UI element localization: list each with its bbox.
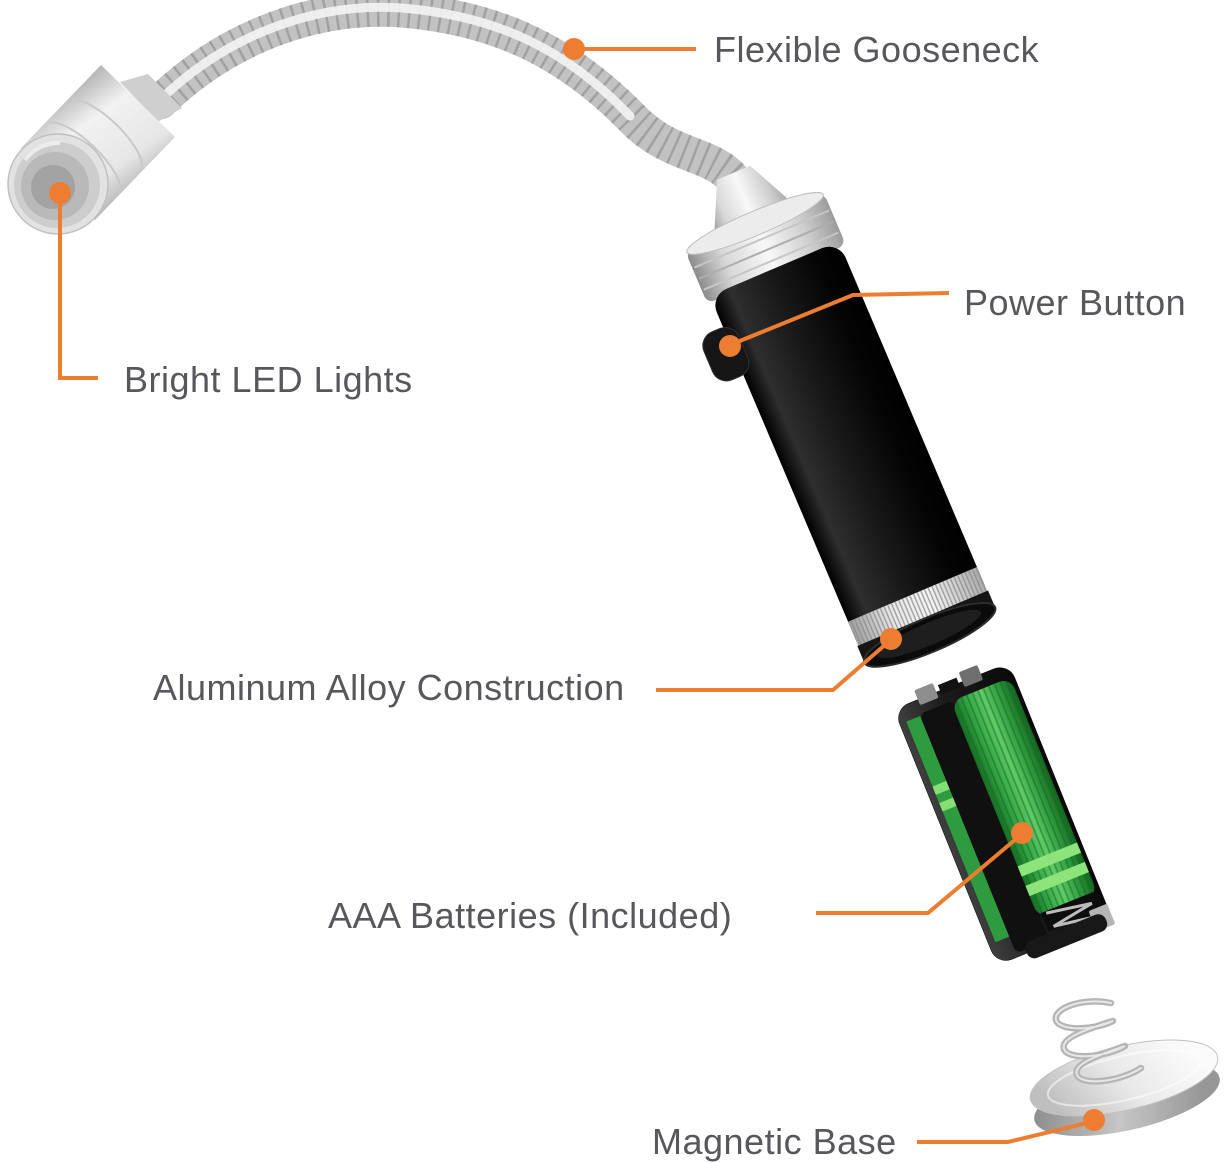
label-flexible-gooseneck: Flexible Gooseneck xyxy=(714,29,1040,70)
label-aluminum-alloy-construction: Aluminum Alloy Construction xyxy=(153,667,625,708)
flashlight xyxy=(686,165,997,668)
lamp-head xyxy=(7,65,182,235)
gooseneck xyxy=(142,0,752,198)
holder-divider xyxy=(921,702,1048,952)
callout-line-batteries xyxy=(816,837,1018,915)
label-bright-led-lights: Bright LED Lights xyxy=(124,359,413,400)
callout-line-power-button xyxy=(729,291,950,347)
callout-dot-aluminum xyxy=(880,628,902,650)
callout-line-magnetic-base xyxy=(917,1121,1088,1144)
callout-dot-gooseneck xyxy=(563,38,585,60)
callout-dot-magnetic-base xyxy=(1083,1109,1105,1131)
callout-dot-led xyxy=(49,182,71,204)
gooseneck-ribs xyxy=(147,0,748,192)
lamp-head-collar xyxy=(120,74,182,122)
label-power-button: Power Button xyxy=(964,282,1187,323)
callout-line-led xyxy=(58,200,98,380)
label-aaa-batteries-included: AAA Batteries (Included) xyxy=(328,895,733,936)
callout-dot-power-button xyxy=(719,335,741,357)
contact-clip xyxy=(914,683,939,705)
label-magnetic-base: Magnetic Base xyxy=(652,1121,897,1162)
aluminum-body xyxy=(715,246,987,652)
battery-left-edge xyxy=(906,715,1010,943)
battery-pack xyxy=(898,665,1115,961)
contact-clip xyxy=(959,665,983,687)
callout-line-aluminum xyxy=(656,642,888,692)
callout-dot-batteries xyxy=(1011,822,1033,844)
magnetic-base xyxy=(1029,998,1220,1137)
